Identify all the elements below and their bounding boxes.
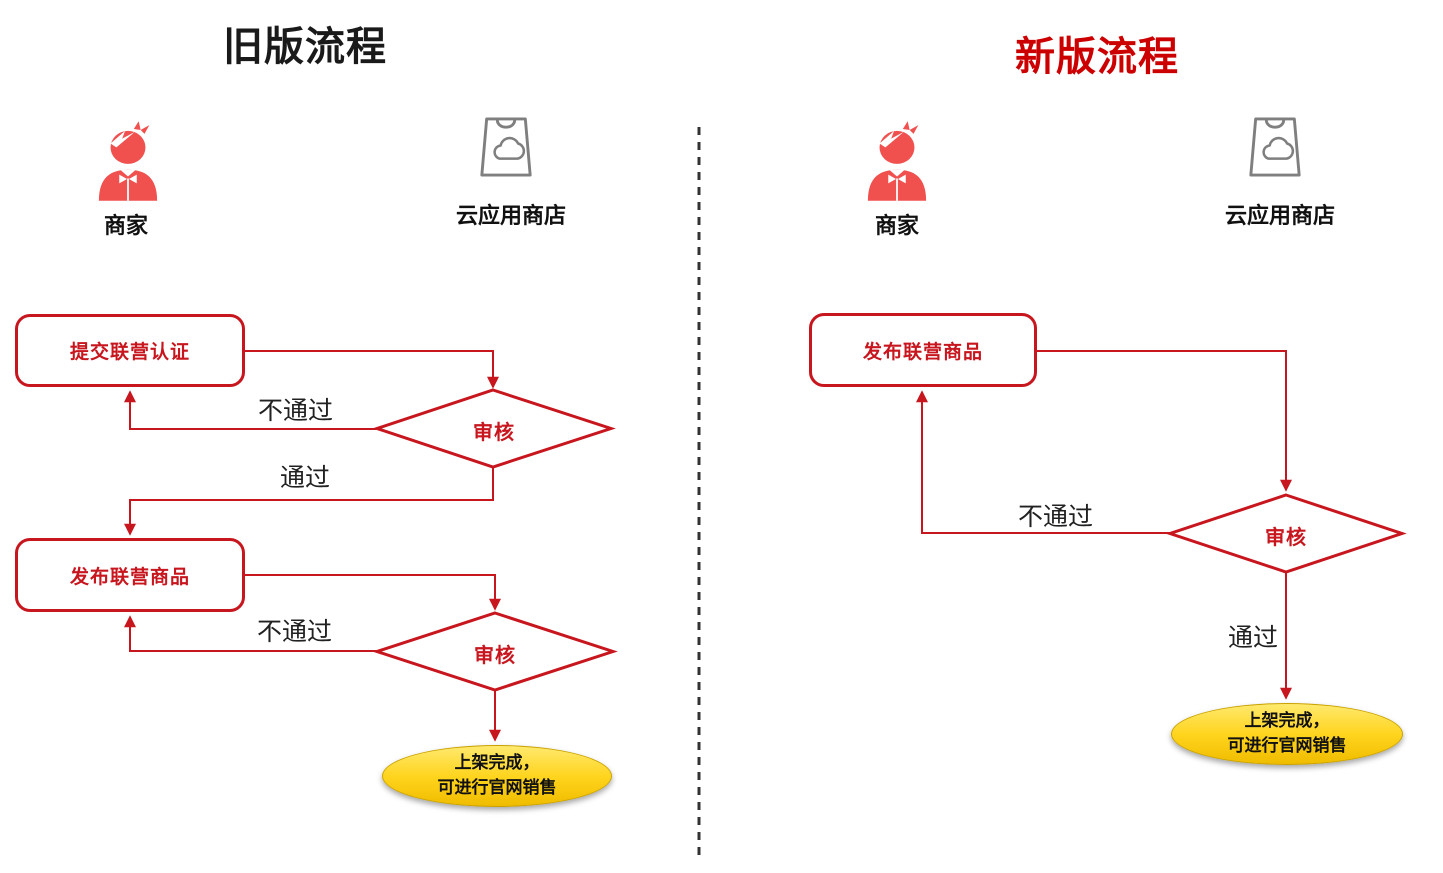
old-review1-label: 审核 — [473, 422, 515, 444]
new-review-label: 审核 — [1265, 527, 1307, 549]
new-step-publish-product: 发布联营商品 — [809, 313, 1037, 387]
old-done-ellipse: 上架完成， 可进行官网销售 — [382, 745, 612, 807]
old-step-publish-product: 发布联营商品 — [15, 538, 245, 612]
new-edge-label-fail: 不通过 — [1018, 503, 1094, 531]
new-done-line2: 可进行官网销售 — [1227, 736, 1347, 755]
new-done-line1: 上架完成， — [1244, 711, 1330, 731]
new-merchant-label: 商家 — [874, 213, 919, 238]
old-process-title: 旧版流程 — [223, 25, 387, 69]
old-store-label: 云应用商店 — [455, 203, 566, 228]
old-edge-label-pass1: 通过 — [280, 464, 331, 492]
old-step-submit-certification: 提交联营认证 — [15, 314, 245, 387]
old-review2-label: 审核 — [474, 645, 516, 667]
new-process-title: 新版流程 — [1015, 35, 1179, 79]
new-edge-label-pass: 通过 — [1228, 624, 1279, 652]
new-store-label: 云应用商店 — [1224, 203, 1335, 228]
old-done-line1: 上架完成， — [454, 753, 540, 773]
new-done-ellipse: 上架完成， 可进行官网销售 — [1171, 703, 1403, 765]
old-edge-label-fail1: 不通过 — [258, 397, 334, 425]
old-edge-label-fail2: 不通过 — [257, 618, 333, 646]
old-done-line2: 可进行官网销售 — [437, 778, 557, 797]
old-merchant-label: 商家 — [103, 213, 148, 238]
